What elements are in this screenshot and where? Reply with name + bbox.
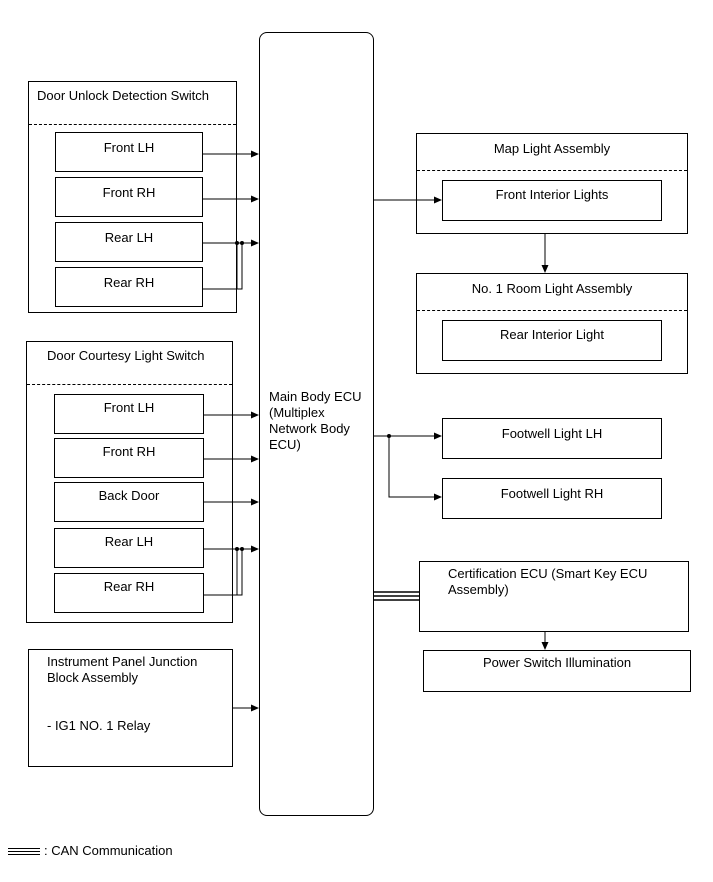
legend: : CAN Communication (8, 843, 173, 859)
group-divider (29, 124, 236, 125)
instrument-panel-junction-block: Instrument Panel Junction Block Assembly… (28, 649, 233, 767)
rear-interior-light: Rear Interior Light (442, 320, 662, 361)
courtesy-switch-rear-lh-label: Rear LH (104, 534, 154, 549)
group-divider (417, 170, 687, 171)
courtesy-switch-front-rh-label: Front RH (102, 444, 156, 459)
unlock-switch-rear-rh: Rear RH (55, 267, 203, 307)
courtesy-switch-front-rh: Front RH (54, 438, 204, 478)
group-divider (417, 310, 687, 311)
room-light-assembly-title: No. 1 Room Light Assembly (471, 281, 633, 296)
certification-ecu-label: Certification ECU (Smart Key ECU Assembl… (448, 566, 648, 597)
power-switch-illumination: Power Switch Illumination (423, 650, 691, 692)
main-body-ecu-label: Main Body ECU (Multiplex Network Body EC… (269, 389, 362, 452)
unlock-switch-front-lh: Front LH (55, 132, 203, 172)
rear-interior-light-label: Rear Interior Light (499, 327, 605, 342)
footwell-light-lh-label: Footwell Light LH (501, 426, 603, 441)
unlock-switch-rear-rh-label: Rear RH (103, 275, 155, 290)
legend-label: : CAN Communication (44, 843, 173, 858)
unlock-switch-front-lh-label: Front LH (103, 140, 155, 155)
courtesy-switch-rear-lh: Rear LH (54, 528, 204, 568)
map-light-assembly-title: Map Light Assembly (493, 141, 611, 156)
certification-ecu: Certification ECU (Smart Key ECU Assembl… (419, 561, 689, 632)
courtesy-switch-front-lh-label: Front LH (103, 400, 155, 415)
junction-block-relay: - IG1 NO. 1 Relay (47, 718, 151, 733)
footwell-light-lh: Footwell Light LH (442, 418, 662, 459)
unlock-switch-front-rh-label: Front RH (102, 185, 156, 200)
unlock-switch-rear-lh: Rear LH (55, 222, 203, 262)
courtesy-switch-back-door-label: Back Door (98, 488, 160, 503)
can-line-icon (8, 847, 40, 856)
courtesy-switch-front-lh: Front LH (54, 394, 204, 434)
front-interior-lights-label: Front Interior Lights (495, 187, 609, 202)
unlock-switch-rear-lh-label: Rear LH (104, 230, 154, 245)
courtesy-switch-rear-rh-label: Rear RH (103, 579, 155, 594)
door-unlock-detection-switch-title: Door Unlock Detection Switch (37, 88, 209, 103)
unlock-switch-front-rh: Front RH (55, 177, 203, 217)
footwell-light-rh: Footwell Light RH (442, 478, 662, 519)
courtesy-switch-back-door: Back Door (54, 482, 204, 522)
front-interior-lights: Front Interior Lights (442, 180, 662, 221)
group-divider (27, 384, 232, 385)
footwell-light-rh-label: Footwell Light RH (500, 486, 604, 501)
junction-block-title: Instrument Panel Junction Block Assembly (47, 654, 198, 685)
door-courtesy-light-switch-title: Door Courtesy Light Switch (47, 348, 205, 363)
courtesy-switch-rear-rh: Rear RH (54, 573, 204, 613)
main-body-ecu: Main Body ECU (Multiplex Network Body EC… (259, 32, 374, 816)
power-switch-illumination-label: Power Switch Illumination (482, 655, 632, 670)
